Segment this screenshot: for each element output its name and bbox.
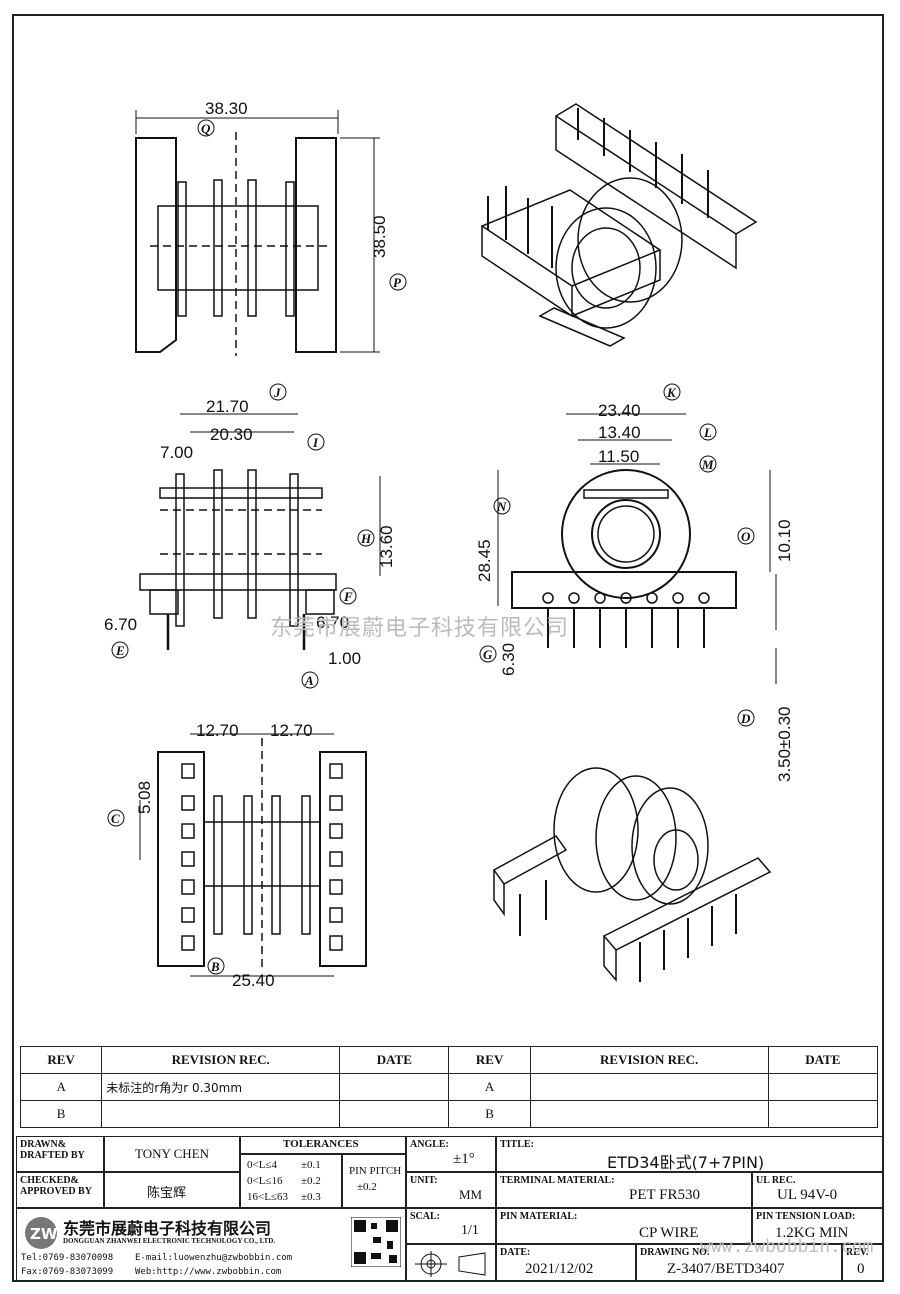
col-revision-rec: REVISION REC.: [101, 1046, 341, 1074]
dim-bottom-l: 12.70: [196, 721, 239, 740]
checked-label: CHECKED& APPROVED BY: [20, 1175, 92, 1197]
company-logo-icon: ZW: [25, 1217, 58, 1249]
label-n: N: [496, 499, 507, 514]
col-rev: REV: [19, 1046, 103, 1074]
label-b: B: [210, 959, 220, 974]
dim-side-l: 6.70: [104, 615, 137, 634]
projection-symbol-icon: [415, 1251, 486, 1277]
angle-value: ±1°: [453, 1151, 475, 1167]
unit-value: MM: [459, 1187, 483, 1202]
label-k: K: [666, 385, 677, 400]
label-p: P: [393, 275, 402, 290]
dim-front-h2: 10.10: [775, 519, 794, 562]
table-row: B B: [19, 1100, 879, 1128]
dim-front-h3: 6.30: [499, 643, 518, 676]
front-view: [497, 413, 777, 684]
col-revision-rec-2: REVISION REC.: [529, 1046, 769, 1074]
company-email: E-mail:luowenzhu@zwbobbin.com: [135, 1253, 293, 1263]
dim-bottom-pitch: 5.08: [135, 781, 154, 814]
dim-side-w3: 7.00: [160, 443, 193, 462]
dim-side-h: 13.60: [377, 525, 396, 568]
title-value: ETD34卧式(7+7PIN): [607, 1153, 765, 1172]
qr-code-icon: [351, 1217, 401, 1267]
top-view: [135, 110, 380, 356]
label-h: H: [360, 531, 372, 546]
isometric-view-bottom: [492, 767, 772, 983]
col-date-2: DATE: [767, 1046, 879, 1074]
company-web: Web:http://www.zwbobbin.com: [135, 1267, 282, 1277]
tension-value: 1.2KG MIN: [775, 1225, 849, 1241]
dim-side-w2: 20.30: [210, 425, 253, 444]
pin-pitch-value: ±0.2: [357, 1181, 377, 1193]
isometric-view-top: [480, 103, 758, 347]
dim-front-w1: 23.40: [598, 401, 641, 420]
pin-material-value: CP WIRE: [639, 1225, 699, 1241]
scale-value: 1/1: [461, 1223, 479, 1238]
date-value: 2021/12/02: [525, 1261, 594, 1277]
drawn-value: TONY CHEN: [135, 1146, 210, 1161]
label-l: L: [703, 425, 712, 440]
pin-pitch-label: PIN PITCH: [349, 1165, 402, 1177]
company-name-cn: 东莞市展蔚电子科技有限公司: [63, 1219, 272, 1238]
dim-bottom-w: 25.40: [232, 971, 275, 990]
label-g: G: [483, 647, 493, 662]
ul-value: UL 94V-0: [777, 1187, 838, 1203]
side-view: [139, 413, 381, 650]
label-o: O: [741, 529, 751, 544]
company-fax: Fax:0769-83073099: [21, 1267, 114, 1277]
label-q: Q: [201, 121, 211, 136]
dim-side-r: 6.70: [316, 613, 349, 632]
label-d: D: [740, 711, 751, 726]
label-c: C: [111, 811, 120, 826]
label-e: E: [115, 643, 125, 658]
company-name-en: DONGGUAN ZHANWEI ELECTRONIC TECHNOLOGY C…: [63, 1237, 276, 1245]
technical-drawing: 38.30 38.50 Q P: [104, 99, 794, 990]
col-date: DATE: [339, 1046, 450, 1074]
svg-text:ZW: ZW: [30, 1225, 58, 1243]
watermark: 东莞市展蔚电子科技有限公司: [270, 616, 570, 641]
dim-top-height: 38.50: [370, 215, 389, 258]
terminal-material-value: PET FR530: [629, 1187, 700, 1203]
dim-front-pin: 3.50±0.30: [775, 706, 794, 782]
dim-front-w3: 11.50: [598, 447, 639, 466]
watermark-url: www.zwbobbin.com: [700, 1236, 874, 1257]
dim-front-h1: 28.45: [475, 539, 494, 582]
revision-table: REV REVISION REC. DATE REV REVISION REC.…: [19, 1046, 879, 1128]
drawing-number-value: Z-3407/BETD3407: [667, 1261, 785, 1277]
tolerances-label: TOLERANCES: [283, 1138, 359, 1150]
dim-bottom-r: 12.70: [270, 721, 313, 740]
dim-side-pin: 1.00: [328, 649, 361, 668]
dim-side-w1: 21.70: [206, 397, 249, 416]
bottom-view: [139, 733, 367, 977]
dim-top-width: 38.30: [205, 99, 248, 118]
rev-value: 0: [857, 1261, 865, 1277]
drawn-label: DRAWN& DRAFTED BY: [20, 1139, 85, 1161]
col-rev-2: REV: [448, 1046, 531, 1074]
label-m: M: [701, 457, 714, 472]
dim-front-w2: 13.40: [598, 423, 641, 442]
revision-header-row: REV REVISION REC. DATE REV REVISION REC.…: [19, 1046, 879, 1074]
label-a: A: [304, 673, 314, 688]
table-row: A 未标注的r角为r 0.30mm A: [19, 1073, 879, 1101]
title-block: DRAWN& DRAFTED BY TONY CHEN CHECKED& APP…: [16, 1136, 884, 1282]
label-i: I: [312, 435, 319, 450]
checked-value: 陈宝辉: [147, 1186, 187, 1201]
company-tel: Tel:0769-83070098: [21, 1253, 114, 1263]
label-j: J: [273, 385, 281, 400]
label-f: F: [343, 589, 353, 604]
